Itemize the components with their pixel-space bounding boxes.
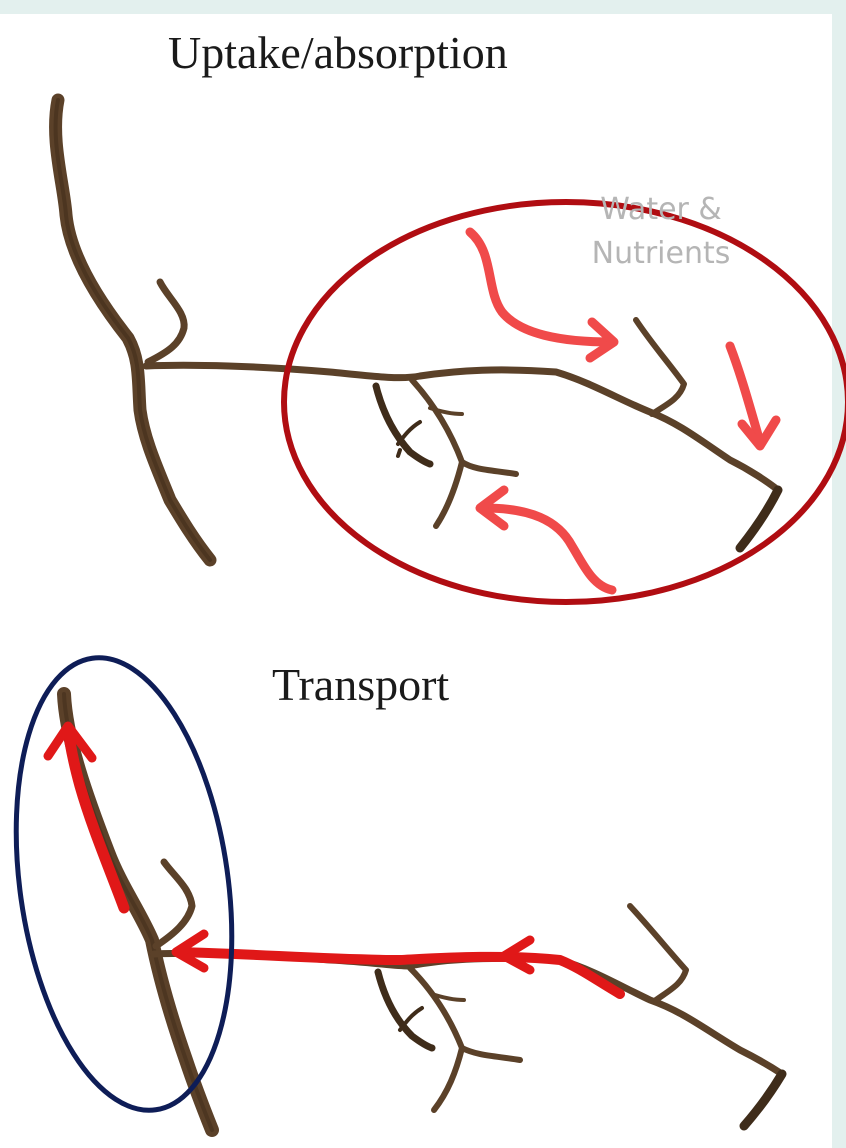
transport-arrows bbox=[48, 726, 620, 994]
water-label-line2: Nutrients bbox=[566, 232, 756, 276]
root-system-bottom bbox=[64, 694, 782, 1130]
water-nutrients-label: Water & Nutrients bbox=[566, 188, 756, 276]
branch-bottom-upright bbox=[630, 906, 686, 1000]
transport-arrow-lateral bbox=[178, 952, 620, 994]
uptake-arrows bbox=[470, 232, 776, 590]
terminal-hook-bottom bbox=[744, 1074, 782, 1126]
transport-arrow-taproot bbox=[68, 728, 124, 908]
side-branch-top-upper bbox=[148, 282, 184, 362]
water-label-line1: Water & bbox=[566, 188, 756, 232]
side-branch-bottom-upper bbox=[156, 862, 192, 946]
root-system-top bbox=[56, 100, 778, 560]
dangling-roots-top bbox=[376, 386, 430, 464]
branch-top-upright bbox=[636, 320, 684, 414]
uptake-title: Uptake/absorption bbox=[168, 26, 508, 79]
transport-title: Transport bbox=[272, 658, 449, 711]
